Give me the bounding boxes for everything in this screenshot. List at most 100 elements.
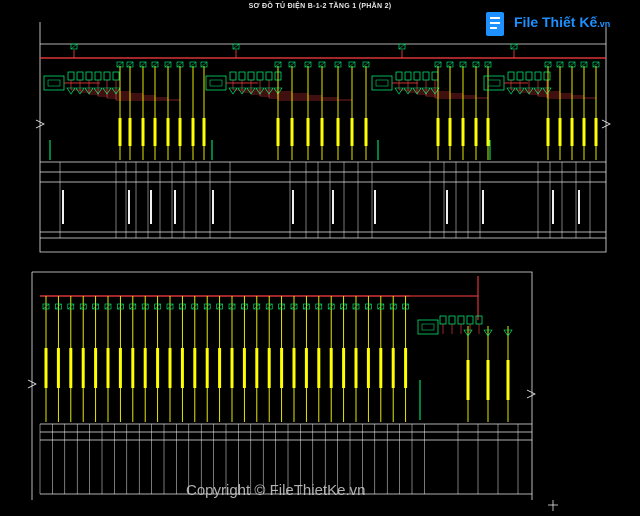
feeder-label-block [304, 348, 308, 388]
contactor-icon [43, 75, 65, 91]
breaker-icon [434, 61, 442, 68]
contactor-icon [483, 75, 505, 91]
feeder-label-block [366, 348, 370, 388]
feeder-label-block [364, 118, 368, 146]
table-text-block [578, 190, 580, 224]
lamp-icon [394, 87, 404, 95]
breaker-icon [67, 303, 75, 310]
breaker-icon [395, 71, 403, 81]
breaker-icon [365, 303, 372, 310]
breaker-icon [592, 61, 600, 68]
feeder-label-block [230, 348, 234, 388]
feeder-label-block [118, 118, 122, 146]
breaker-icon [472, 61, 480, 68]
breaker-icon [290, 303, 298, 310]
breaker-icon [85, 71, 93, 81]
breaker-icon [431, 71, 439, 81]
feeder-label-block [379, 348, 383, 388]
feeder-label-block [143, 348, 147, 388]
lamp-icon [403, 87, 413, 95]
feeder-label-block [267, 348, 271, 388]
breaker-icon [348, 61, 356, 68]
table-text-block [128, 190, 130, 224]
breaker-icon [139, 61, 147, 68]
table-text-block [552, 190, 554, 224]
breaker-icon [556, 61, 564, 68]
breaker-icon [232, 43, 240, 50]
breaker-icon [516, 71, 524, 81]
feeder-label-block [558, 118, 562, 146]
logo-icon [486, 12, 504, 36]
feeder-label-block [486, 118, 490, 146]
feeder-label-block [594, 118, 598, 146]
feeder-label-block [242, 348, 246, 388]
logo-domain-suffix: .vn [597, 19, 611, 29]
breaker-icon [79, 303, 87, 310]
breaker-icon [318, 61, 326, 68]
cad-cursor-icon [548, 500, 558, 511]
feeder-label-block [354, 348, 358, 388]
breaker-icon [151, 61, 159, 68]
breaker-icon [129, 303, 137, 310]
table-text-block [62, 190, 64, 224]
lamp-icon [524, 87, 534, 95]
table-text-block [212, 190, 214, 224]
table-text-block [174, 190, 176, 224]
feeder-label-block [570, 118, 574, 146]
feeder-label-block [290, 118, 294, 146]
lamp-icon [412, 87, 422, 95]
breaker-icon [534, 71, 542, 81]
breaker-icon [238, 71, 246, 81]
lamp-icon [75, 87, 85, 95]
breaker-icon [103, 71, 111, 81]
feeder-label-block [44, 348, 48, 388]
breaker-icon [362, 61, 370, 68]
distribution-group [205, 43, 370, 160]
breaker-icon [117, 303, 124, 310]
lamp-icon [542, 87, 552, 95]
breaker-icon [580, 61, 588, 68]
bottom-busbar [40, 276, 479, 320]
top-circuit-table [59, 162, 591, 238]
feeder-label-block [166, 118, 170, 146]
contactor-icon [417, 319, 439, 335]
lamp-icon [246, 87, 256, 95]
breaker-icon [352, 303, 360, 310]
breaker-icon [507, 71, 515, 81]
table-text-block [374, 190, 376, 224]
breaker-icon [448, 315, 456, 325]
breaker-icon [200, 61, 208, 68]
breaker-icon [304, 61, 312, 68]
contactor-icon [205, 75, 227, 91]
breaker-icon [510, 43, 518, 50]
feeder-label-block [292, 348, 296, 388]
feeder-label-block [94, 348, 98, 388]
distribution-group [43, 43, 208, 160]
lamp-icon [483, 329, 493, 337]
lamp-icon [463, 329, 473, 337]
feeder-label-block [156, 348, 160, 388]
lamp-icon [84, 87, 94, 95]
breaker-icon [253, 303, 261, 310]
feeder-label-block [582, 118, 586, 146]
breaker-icon [247, 71, 255, 81]
feeder-label-block [191, 118, 195, 146]
feeder-label-block [506, 360, 510, 400]
breaker-icon [166, 303, 174, 310]
feeder-label-block [474, 118, 478, 146]
breaker-icon [116, 61, 124, 68]
breaker-icon [439, 315, 447, 325]
distribution-group [371, 43, 492, 160]
lamp-icon [228, 87, 238, 95]
feeder-label-block [153, 118, 157, 146]
lamp-icon [66, 87, 76, 95]
feeder-label-block [106, 348, 110, 388]
breaker-icon [568, 61, 576, 68]
breaker-icon [191, 303, 199, 310]
breaker-icon [544, 61, 552, 68]
breaker-icon [525, 71, 533, 81]
watermark-logo: File Thiết Kế.vn [478, 8, 638, 40]
breaker-icon [543, 71, 551, 81]
breaker-icon [141, 303, 149, 310]
